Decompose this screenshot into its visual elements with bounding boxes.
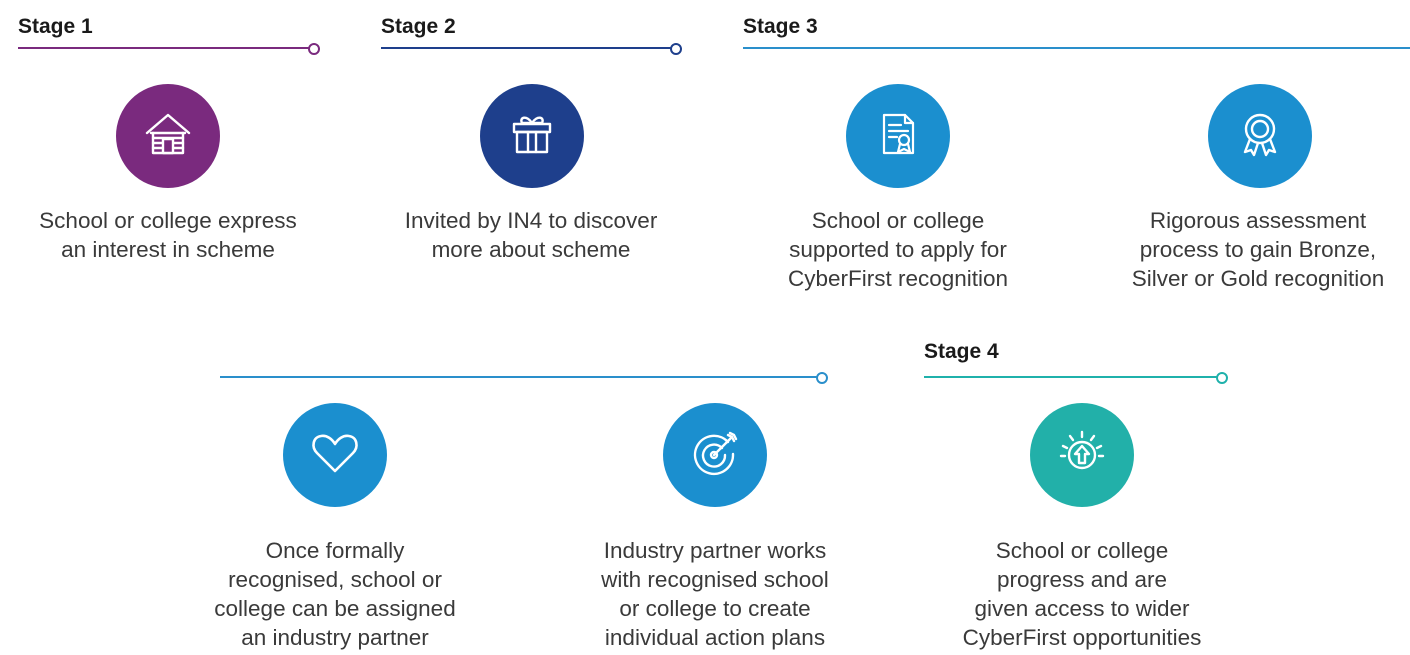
award-ribbon-icon bbox=[1233, 107, 1287, 166]
step-7-description: School or college progress and are given… bbox=[962, 538, 1202, 650]
house-icon bbox=[141, 107, 195, 166]
stage-3-title: Stage 3 bbox=[743, 15, 818, 38]
stage-2-line-end-dot bbox=[670, 43, 682, 55]
stage-1-line-end-dot bbox=[308, 43, 320, 55]
step-5-circle bbox=[283, 403, 387, 507]
step-2-description: Invited by IN4 to discover more about sc… bbox=[404, 208, 658, 262]
step-3-circle bbox=[846, 84, 950, 188]
target-icon bbox=[688, 426, 742, 485]
step-6-description: Industry partner works with recognised s… bbox=[601, 538, 829, 650]
stage-3-line bbox=[743, 47, 1410, 49]
step-4-circle bbox=[1208, 84, 1312, 188]
stage-3-continuation-line bbox=[220, 376, 817, 378]
step-1-description: School or college express an interest in… bbox=[39, 208, 297, 262]
step-5-description: Once formally recognised, school or coll… bbox=[214, 538, 456, 650]
heart-icon bbox=[308, 426, 362, 485]
step-4-description: Rigorous assessment process to gain Bron… bbox=[1131, 208, 1385, 291]
step-2-circle bbox=[480, 84, 584, 188]
stage-2-title: Stage 2 bbox=[381, 15, 456, 38]
stage-4-title: Stage 4 bbox=[924, 340, 999, 363]
gift-icon bbox=[505, 107, 559, 166]
upgrade-arrow-icon bbox=[1055, 426, 1109, 485]
stage-1-line bbox=[18, 47, 309, 49]
step-7-circle bbox=[1030, 403, 1134, 507]
stage-1-title: Stage 1 bbox=[18, 15, 93, 38]
stage-4-line bbox=[924, 376, 1217, 378]
certificate-icon bbox=[871, 107, 925, 166]
step-3-description: School or college supported to apply for… bbox=[787, 208, 1009, 291]
step-6-circle bbox=[663, 403, 767, 507]
step-1-circle bbox=[116, 84, 220, 188]
stage-3-line-end-dot bbox=[816, 372, 828, 384]
stage-4-line-end-dot bbox=[1216, 372, 1228, 384]
stage-2-line bbox=[381, 47, 671, 49]
